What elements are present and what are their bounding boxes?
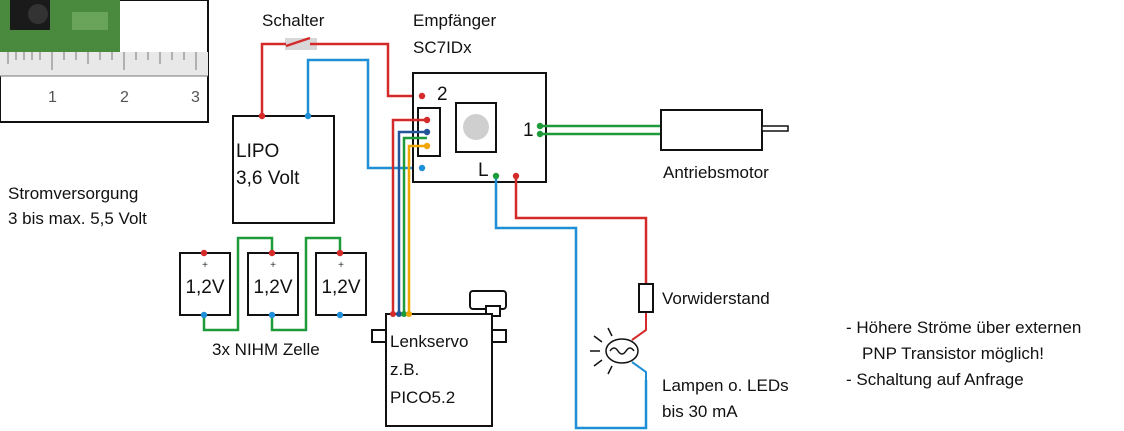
terminal-dots — [200, 92, 544, 319]
ruler-tick-1: 1 — [48, 89, 57, 106]
motor-label: Antriebsmotor — [663, 163, 769, 182]
receiver-title: Empfänger — [413, 11, 497, 30]
wire-lamp-return — [631, 361, 647, 380]
motor-body — [660, 109, 763, 151]
servo-line2: z.B. — [390, 360, 420, 379]
servo-body — [371, 290, 507, 427]
resistor-label: Vorwiderstand — [662, 289, 770, 308]
resistor-symbol — [638, 283, 654, 313]
module-photo — [0, 0, 209, 123]
lipo-box — [232, 115, 335, 224]
ruler — [0, 52, 208, 77]
cell-3-voltage: 1,2V — [321, 277, 361, 298]
motor-shaft — [761, 125, 789, 132]
wire-servo-green — [402, 136, 427, 314]
servo-line1: Lenkservo — [390, 332, 469, 351]
lamp-symbol — [590, 327, 639, 375]
ruler-tick-2: 2 — [120, 89, 129, 106]
wire-resistor-lamp — [631, 312, 647, 341]
cell-1 — [179, 252, 231, 316]
cell-2-plus: + — [270, 260, 276, 271]
receiver-pin-2: 2 — [437, 84, 448, 105]
wire-servo-red — [391, 118, 427, 314]
lipo-name: LIPO — [236, 141, 280, 162]
receiver-model: SC7IDx — [413, 38, 472, 57]
receiver-button-knob — [463, 114, 489, 140]
note-line2: PNP Transistor möglich! — [862, 344, 1045, 363]
receiver-pin-l: L — [478, 160, 489, 181]
cells-caption: 3x NIHM Zelle — [212, 340, 320, 359]
wire-servo-orange — [407, 144, 427, 314]
note-line3: - Schaltung auf Anfrage — [846, 370, 1024, 389]
wire-lamp-red — [514, 176, 648, 284]
wire-lamp-green-blue — [494, 176, 648, 430]
note-line1: - Höhere Ströme über externen — [846, 318, 1082, 337]
cell-1-voltage: 1,2V — [185, 277, 225, 298]
lamp-line1: Lampen o. LEDs — [662, 376, 789, 395]
wire-servo-darkblue — [397, 130, 427, 314]
wire-red-battery — [260, 42, 268, 116]
wire-cell-1-2 — [202, 236, 274, 332]
lamp-line2: bis 30 mA — [662, 402, 738, 421]
power-supply-line2: 3 bis max. 5,5 Volt — [8, 209, 147, 228]
switch-symbol — [268, 36, 317, 50]
cell-2 — [247, 252, 299, 316]
wire-red-switch-receiver — [310, 42, 422, 98]
servo-line3: PICO5.2 — [390, 388, 456, 407]
cell-1-plus: + — [202, 260, 208, 271]
cell-3-plus: + — [338, 260, 344, 271]
wire-blue-battery — [306, 58, 422, 170]
receiver-pin-1: 1 — [523, 120, 534, 141]
cell-2-voltage: 1,2V — [253, 277, 293, 298]
ruler-tick-3: 3 — [191, 89, 200, 106]
cell-3 — [315, 252, 367, 316]
switch-label: Schalter — [262, 11, 325, 30]
wire-cell-2-3 — [270, 236, 342, 332]
lipo-voltage: 3,6 Volt — [236, 168, 300, 189]
power-supply-line1: Stromversorgung — [8, 184, 139, 203]
